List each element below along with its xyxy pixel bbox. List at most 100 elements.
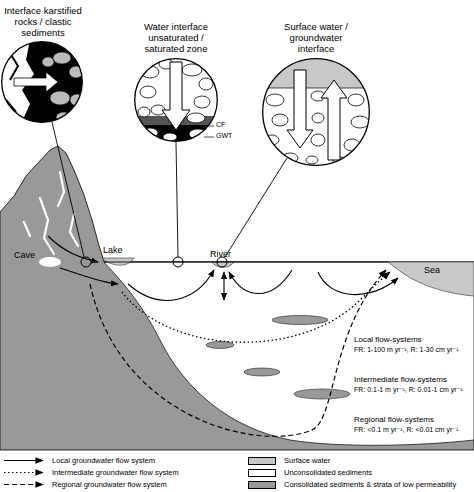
- flow-system-name: Regional flow-systems: [354, 415, 434, 424]
- exchange-inset: [312, 113, 324, 123]
- flow-rate-note: FR: <0.1 m yr⁻¹, R: <0.01 cm yr⁻¹: [354, 426, 458, 434]
- karst-inset: [70, 94, 84, 106]
- callout-circle: Water interface unsaturated / saturated …: [134, 58, 218, 142]
- circle-outline: [262, 58, 370, 166]
- exchange-inset: [348, 94, 364, 106]
- callout-heading: Water interface unsaturated / saturated …: [132, 21, 220, 54]
- exchange-inset: [260, 56, 374, 170]
- unconsolidated-sediments: [104, 262, 474, 445]
- karst-cave: [58, 172, 64, 206]
- local-flow-arrow: [229, 270, 292, 294]
- karst-cave: [24, 222, 30, 236]
- legend-text: Unconsolidated sediments: [284, 468, 372, 477]
- karst-cave: [40, 198, 54, 254]
- local-flow-arrow: [48, 236, 398, 300]
- legend-entry: Local groundwater flow system: [4, 456, 155, 465]
- exchange-inset: [266, 94, 284, 106]
- legend-line-sample: [4, 472, 43, 473]
- water-table-inset: [132, 56, 222, 150]
- zone-abbreviation: GWT: [216, 132, 232, 140]
- water-body-name: Sea: [424, 265, 440, 275]
- legend-swatch: [248, 457, 276, 465]
- karst-inset: [53, 52, 71, 64]
- karst-inset: [0, 40, 86, 126]
- legend-entry: Regional groundwater flow system: [4, 480, 167, 489]
- interface-marker: [173, 257, 183, 267]
- water-table-inset: [140, 86, 156, 98]
- regional-flow-arrow: [90, 270, 386, 436]
- circle-outline: [1, 41, 83, 123]
- callout-circle: Interface karstified rocks / clastic sed…: [1, 41, 83, 123]
- flow-system-name: Intermediate flow-systems: [354, 375, 447, 384]
- low-permeability-lens: [206, 316, 350, 400]
- leader-line: [176, 142, 178, 257]
- legend-text: Intermediate groundwater flow system: [52, 468, 179, 477]
- callout-circle: Surface water / groundwater interface: [262, 58, 370, 166]
- leader-line: [52, 122, 287, 257]
- exchange-inset: [260, 56, 374, 88]
- legend-entry: Intermediate groundwater flow system: [4, 468, 179, 477]
- circle-outline: [135, 59, 218, 142]
- karst-inset: [50, 91, 70, 105]
- unconsolidated-sediments: [104, 262, 474, 445]
- exchange-inset: [260, 88, 374, 89]
- local-flow-arrow: [48, 236, 98, 262]
- legend-line-sample: [4, 460, 43, 461]
- karst-cave: [70, 214, 78, 246]
- exchange-inset: [265, 135, 279, 145]
- low-permeability-lens: [244, 368, 280, 376]
- water-body-name: River: [210, 249, 231, 259]
- callout-heading: Surface water / groundwater interface: [276, 21, 356, 54]
- legend-swatch: [248, 481, 276, 489]
- feature-name: Cave: [14, 250, 35, 260]
- flow-system-name: Local flow-systems: [354, 335, 422, 344]
- karst-cave: [39, 257, 61, 267]
- water-table-inset: [138, 107, 150, 117]
- legend-text: Local groundwater flow system: [52, 456, 155, 465]
- legend-entry: Consolidated sediments & strata of low p…: [248, 480, 456, 489]
- water-table-inset: [199, 78, 213, 90]
- flow-rate-note: FR: 0.1-1 m yr⁻¹, R: 0.01-1 cm yr⁻¹: [354, 386, 463, 394]
- exchange-inset: [287, 70, 313, 148]
- legend-text: Surface water: [284, 456, 330, 465]
- intermediate-flow-arrow: [122, 272, 390, 342]
- regional-flow-arrow: [90, 270, 386, 436]
- water-table-inset: [187, 113, 205, 123]
- ground-surface: [104, 262, 388, 263]
- legend-text: Regional groundwater flow system: [52, 480, 167, 489]
- legend-entry: Surface water: [248, 456, 330, 465]
- interface-marker: [81, 257, 227, 267]
- local-flow-arrow: [128, 270, 214, 300]
- water-table-inset: [138, 59, 213, 141]
- zone-abbreviation: CF: [216, 121, 225, 129]
- karst-inset: [14, 72, 58, 92]
- water-body-name: Lake: [103, 245, 123, 255]
- surface-water: [388, 262, 474, 296]
- flow-rate-note: FR: 1-100 m yr⁻¹, R: 1-30 cm yr⁻¹: [354, 346, 459, 354]
- leader-line: [225, 158, 287, 257]
- local-flow-arrow: [60, 268, 118, 284]
- legend-line-sample: [4, 484, 43, 485]
- interface-marker: [81, 257, 91, 267]
- exchange-inset: [351, 116, 369, 128]
- low-permeability-lens: [294, 389, 350, 399]
- intermediate-flow-arrow: [122, 272, 390, 342]
- legend-text: Consolidated sediments & strata of low p…: [284, 480, 456, 489]
- circle-outline: [134, 58, 218, 142]
- local-flow-arrow: [318, 272, 398, 295]
- exchange-inset: [321, 80, 347, 160]
- consolidated-rock: [0, 146, 474, 450]
- exchange-inset: [272, 114, 288, 126]
- ground-surface: [104, 262, 388, 263]
- legend-line-sample: [4, 456, 44, 465]
- gwt-tick: [204, 137, 214, 138]
- legend-line-sample: [4, 480, 44, 489]
- consolidated-rock: [0, 146, 474, 450]
- water-table-inset: [162, 62, 190, 130]
- karst-inset: [0, 40, 86, 126]
- legend-swatch: [248, 469, 276, 477]
- circle-outline: [263, 59, 370, 166]
- exchange-inset: [311, 134, 325, 146]
- low-permeability-lens: [272, 316, 328, 325]
